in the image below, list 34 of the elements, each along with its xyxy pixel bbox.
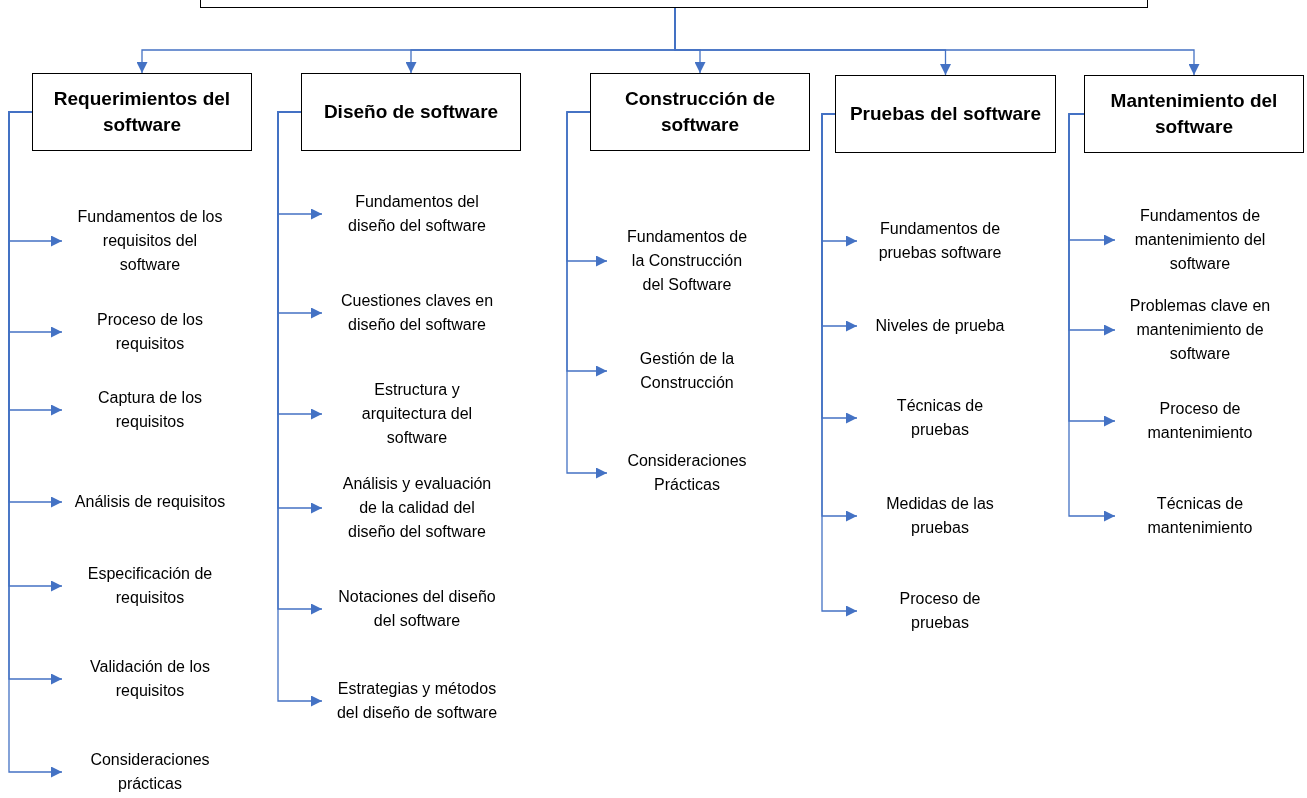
topic-label: Notaciones del diseño del software xyxy=(322,585,512,633)
topic-label: Consideraciones Prácticas xyxy=(607,449,767,497)
topic-label: Proceso de los requisitos xyxy=(62,308,238,356)
topic-label: Gestión de la Construcción xyxy=(607,347,767,395)
topic-label: Captura de los requisitos xyxy=(62,386,238,434)
topic-label: Consideraciones prácticas xyxy=(62,748,238,796)
topic-label: Medidas de las pruebas xyxy=(857,492,1023,540)
arrow xyxy=(277,111,323,707)
area-box: Construcción de software xyxy=(590,73,810,151)
topic-label: Proceso de mantenimiento xyxy=(1115,397,1285,445)
topic-label: Estructura y arquitectura del software xyxy=(322,378,512,450)
topic-label: Técnicas de pruebas xyxy=(857,394,1023,442)
topic-label: Cuestiones claves en diseño del software xyxy=(322,289,512,337)
topic-label: Fundamentos de mantenimiento del software xyxy=(1115,204,1285,276)
area-box: Requerimientos del software xyxy=(32,73,252,151)
topic-label: Análisis y evaluación de la calidad del diseño del software xyxy=(322,472,512,544)
topic-label: Validación de los requisitos xyxy=(62,655,238,703)
arrow xyxy=(821,113,858,617)
topic-label: Fundamentos de los requisitos del software xyxy=(62,205,238,277)
topic-label: Fundamentos de pruebas software xyxy=(857,217,1023,265)
area-box: Mantenimiento del software xyxy=(1084,75,1304,153)
area-box: Diseño de software xyxy=(301,73,521,151)
arrow xyxy=(1068,113,1116,522)
topic-label: Técnicas de mantenimiento xyxy=(1115,492,1285,540)
topic-label: Proceso de pruebas xyxy=(857,587,1023,635)
topic-label: Análisis de requisitos xyxy=(62,490,238,514)
topic-label: Problemas clave en mantenimiento de software xyxy=(1115,294,1285,366)
topic-label: Niveles de prueba xyxy=(857,314,1023,338)
topic-label: Especificación de requisitos xyxy=(62,562,238,610)
topic-label: Estrategias y métodos del diseño de software xyxy=(322,677,512,725)
area-box: Pruebas del software xyxy=(835,75,1056,153)
arrow xyxy=(566,111,608,479)
topic-label: Fundamentos de la Construcción del Software xyxy=(607,225,767,297)
topic-label: Fundamentos del diseño del software xyxy=(322,190,512,238)
